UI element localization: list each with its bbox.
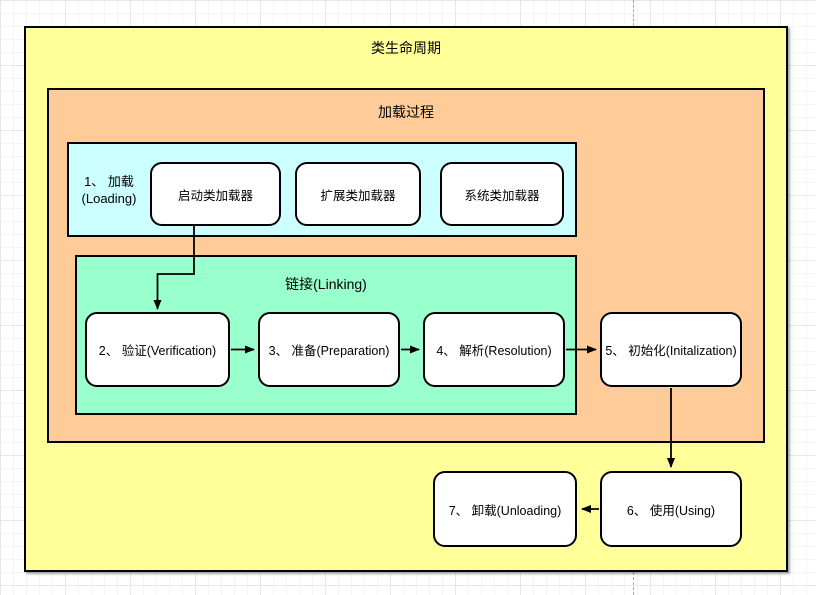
loading-process-title: 加载过程 (378, 104, 434, 120)
initialization-node[interactable]: 5、 初始化(Initalization) (600, 312, 742, 387)
loading-stage-label-line1: 1、 加载 (84, 173, 134, 189)
loading-stage-label-line2: (Loading) (81, 190, 137, 206)
page-divider-top (633, 0, 634, 26)
preparation-label: 3、 准备(Preparation) (268, 344, 390, 358)
loading-stage-label: 1、 加载 (Loading) (67, 142, 151, 237)
resolution-label: 4、 解析(Resolution) (436, 344, 552, 358)
class-lifecycle-title: 类生命周期 (371, 40, 441, 56)
unloading-node[interactable]: 7、 卸载(Unloading) (433, 471, 577, 547)
preparation-node[interactable]: 3、 准备(Preparation) (258, 312, 400, 387)
page-divider-bottom (633, 572, 634, 595)
extension-classloader-label: 扩展类加载器 (320, 188, 396, 203)
bootstrap-classloader-label: 启动类加载器 (177, 188, 253, 203)
system-classloader-label: 系统类加载器 (464, 188, 540, 203)
using-node[interactable]: 6、 使用(Using) (600, 471, 742, 547)
linking-title: 链接(Linking) (285, 276, 367, 292)
system-classloader-node[interactable]: 系统类加载器 (440, 162, 564, 226)
resolution-node[interactable]: 4、 解析(Resolution) (423, 312, 565, 387)
verification-label: 2、 验证(Verification) (98, 344, 217, 358)
unloading-label: 7、 卸载(Unloading) (448, 503, 562, 518)
bootstrap-classloader-node[interactable]: 启动类加载器 (150, 162, 281, 226)
verification-node[interactable]: 2、 验证(Verification) (85, 312, 230, 387)
extension-classloader-node[interactable]: 扩展类加载器 (295, 162, 421, 226)
initialization-label: 5、 初始化(Initalization) (605, 344, 737, 358)
using-label: 6、 使用(Using) (626, 503, 716, 518)
